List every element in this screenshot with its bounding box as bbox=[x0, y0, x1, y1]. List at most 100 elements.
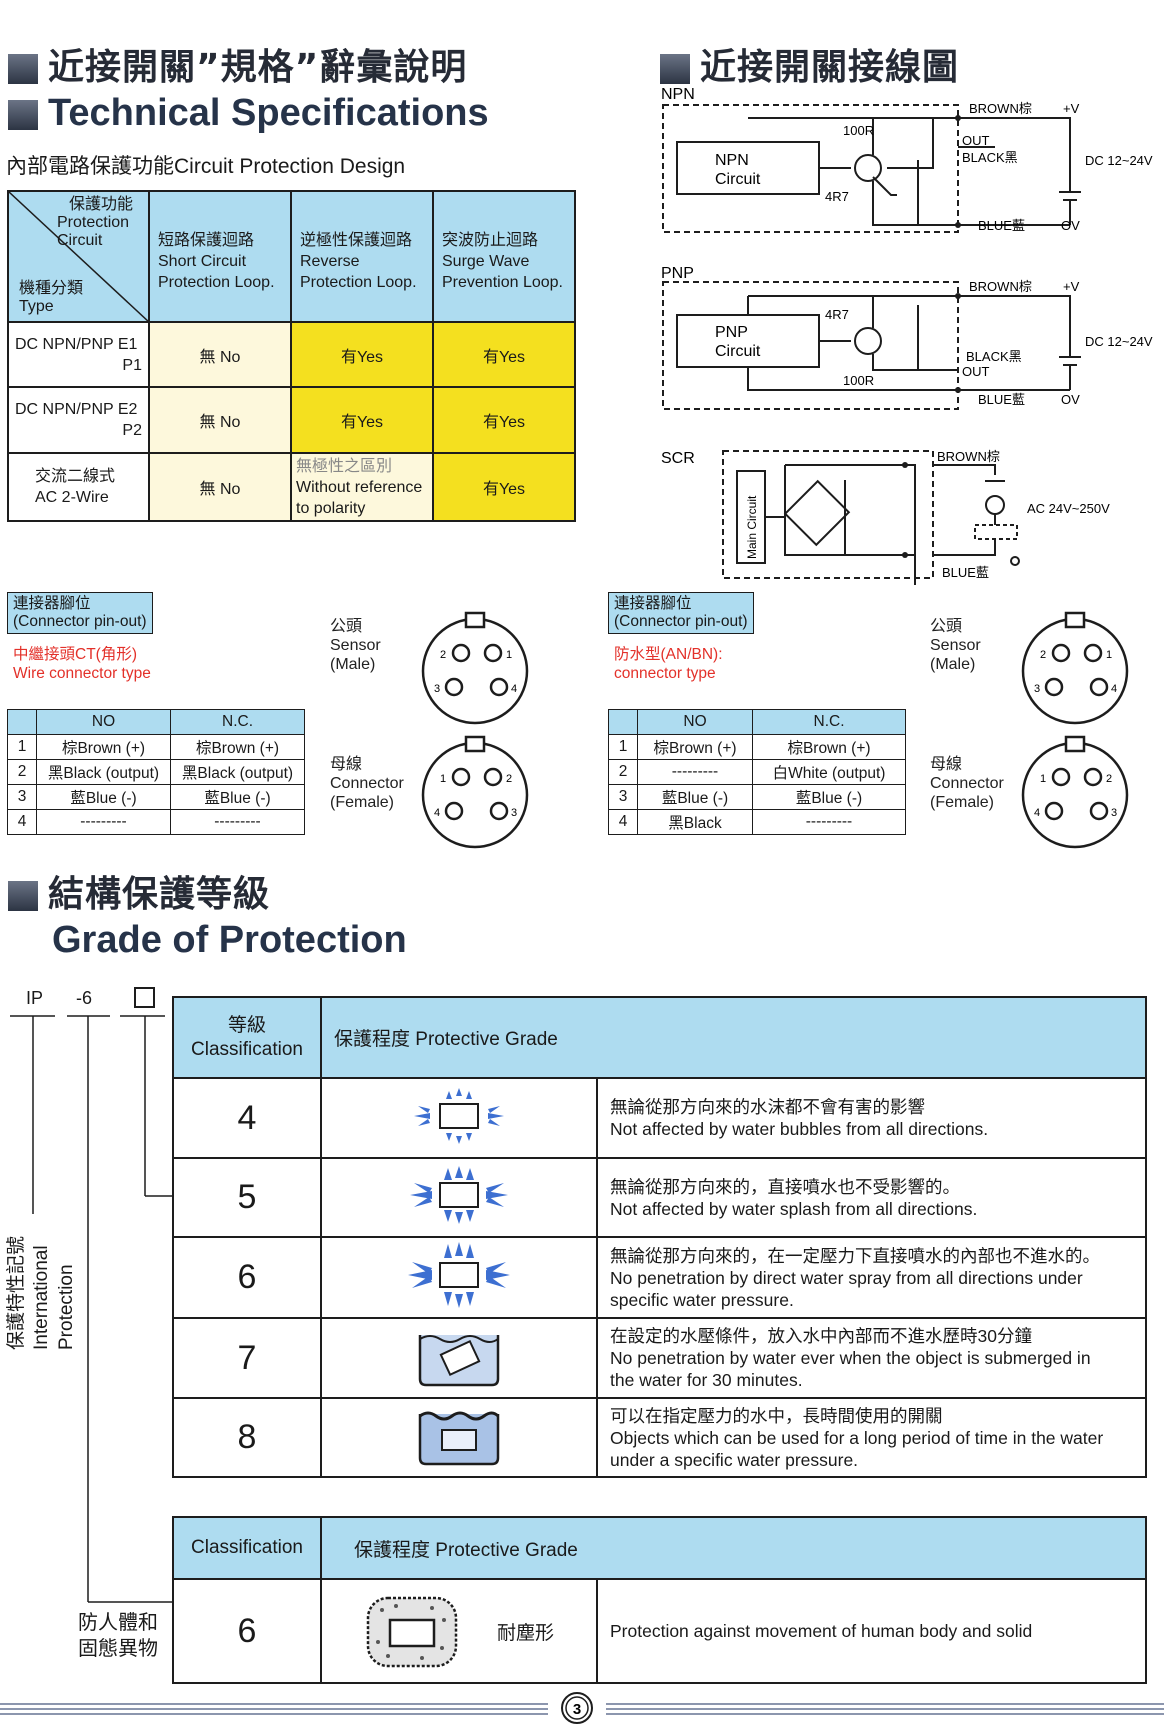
label-line: (Connector pin-out) bbox=[614, 613, 748, 630]
npn-blue: BLUE藍 bbox=[978, 218, 1025, 233]
type-cell: DC NPN/PNP E2 P2 bbox=[7, 386, 150, 454]
header-surge: 突波防止迴路 Surge Wave Prevention Loop. bbox=[432, 190, 576, 323]
type-line: DC NPN/PNP E2 bbox=[15, 401, 138, 418]
header-blank bbox=[7, 709, 37, 735]
desc-line: Not affected by water bubbles from all d… bbox=[610, 1119, 989, 1139]
heading-bullet-icon bbox=[660, 54, 690, 84]
pressure-submerged-icon bbox=[418, 1411, 500, 1466]
diagonal-line bbox=[9, 192, 150, 323]
pin-cell: 2 bbox=[608, 759, 638, 785]
pin-label: 4 bbox=[434, 807, 440, 819]
pin-label: 2 bbox=[506, 773, 512, 785]
label-line: 連接器腳位 bbox=[614, 595, 692, 612]
label-line: 母線 bbox=[330, 756, 363, 773]
label-line: 公頭 bbox=[330, 618, 363, 635]
pin-label: 4 bbox=[511, 683, 517, 695]
grade-heading: 結構保護等級 Grade of Protection bbox=[8, 865, 407, 962]
nc-cell: 白White (output) bbox=[752, 759, 906, 785]
header-line: Short Circuit bbox=[158, 253, 247, 270]
pin-cell: 2 bbox=[7, 759, 37, 785]
wiring-diagram: NPN NPN Circuit 100R 4R7 BROWN棕 +V OUT B… bbox=[661, 86, 1153, 585]
label-line: (Male) bbox=[330, 656, 376, 673]
nc-cell: 藍Blue (-) bbox=[170, 784, 305, 810]
desc-line: Objects which can be used for a long per… bbox=[610, 1427, 1104, 1448]
grade-number: 4 bbox=[172, 1077, 322, 1159]
header-line: Classification bbox=[191, 1038, 303, 1060]
header-line: Surge Wave bbox=[442, 253, 530, 270]
header-nc: N.C. bbox=[170, 709, 305, 735]
female-connector-icon: 1 2 4 3 bbox=[421, 735, 529, 849]
label-line: (Male) bbox=[930, 656, 976, 673]
pin-label: 1 bbox=[440, 773, 446, 785]
corner-bottom-line: Type bbox=[19, 298, 54, 315]
female-connector-icon: 1 2 4 3 bbox=[1021, 735, 1129, 849]
no-cell: 黑Black bbox=[636, 809, 754, 835]
grade-number: 6 bbox=[172, 1236, 322, 1319]
pnp-circuit-text: PNP bbox=[715, 324, 748, 341]
short-cell: 無 No bbox=[148, 321, 292, 388]
male-label-left: 公頭 Sensor (Male) bbox=[330, 617, 381, 674]
pnp-blue: BLUE藍 bbox=[978, 392, 1025, 407]
male-connector-icon: 2 1 3 4 bbox=[1021, 611, 1129, 725]
scr-brown: BROWN棕 bbox=[937, 449, 1000, 464]
nc-cell: --------- bbox=[752, 809, 906, 835]
type-line: P2 bbox=[122, 422, 142, 439]
short-cell: 無 No bbox=[148, 386, 292, 454]
grade-illustration bbox=[320, 1077, 598, 1159]
nc-cell: 藍Blue (-) bbox=[752, 784, 906, 810]
header-no: NO bbox=[636, 709, 754, 735]
grade-illustration bbox=[320, 1397, 598, 1478]
npn-zero: OV bbox=[1061, 218, 1080, 233]
reverse-cell: 有Yes bbox=[290, 386, 434, 454]
no-cell: --------- bbox=[36, 809, 171, 835]
no-cell: --------- bbox=[636, 759, 754, 785]
grade-illustration: 耐塵形 bbox=[320, 1578, 598, 1684]
grade-title-cn: 結構保護等級 bbox=[48, 874, 271, 915]
npn-black: BLACK黑 bbox=[962, 150, 1018, 165]
pin-label: 2 bbox=[440, 649, 446, 661]
header-no: NO bbox=[36, 709, 171, 735]
connector-right-type: 防水型(AN/BN): connector type bbox=[614, 645, 723, 683]
reverse-line: to polarity bbox=[296, 499, 366, 517]
npn-brown: BROWN棕 bbox=[969, 101, 1032, 116]
spec-title-cn: 近接開關”規格”辭彙說明 bbox=[48, 47, 468, 88]
npn-circuit-text: Circuit bbox=[715, 171, 761, 188]
header-line: 逆極性保護迴路 bbox=[300, 232, 413, 249]
surge-cell: 有Yes bbox=[432, 452, 576, 522]
female-label-right: 母線 Connector (Female) bbox=[930, 755, 1004, 812]
desc-line: 可以在指定壓力的水中，長時間使用的開關 bbox=[610, 1405, 943, 1426]
type-line: Wire connector type bbox=[13, 665, 151, 682]
label-line: 連接器腳位 bbox=[13, 595, 91, 612]
header-line: Protection Loop. bbox=[300, 274, 417, 291]
table-row: 7 在設定的水壓條件，放入水中內部而不進水歷時30分鐘 No penetrati… bbox=[172, 1317, 1147, 1399]
page-number: 3 bbox=[573, 1701, 581, 1718]
no-cell: 黑Black (output) bbox=[36, 759, 171, 785]
pnp-r1: 4R7 bbox=[825, 307, 849, 322]
grade-table: 等級 Classification 保護程度 Protective Grade … bbox=[172, 996, 1147, 1478]
corner-cell: 保護功能 Protection Circuit 機種分類 Type bbox=[7, 190, 150, 323]
header-line: Prevention Loop. bbox=[442, 274, 563, 291]
label-line: Sensor bbox=[930, 637, 981, 654]
nc-cell: 棕Brown (+) bbox=[170, 734, 305, 760]
pin-label: 3 bbox=[511, 807, 517, 819]
type-line: 交流二線式 bbox=[35, 468, 116, 485]
label-line: (Female) bbox=[930, 794, 995, 811]
short-cell: 無 No bbox=[148, 452, 292, 522]
male-label-right: 公頭 Sensor (Male) bbox=[930, 617, 981, 674]
no-cell: 棕Brown (+) bbox=[36, 734, 171, 760]
vertical-line: International bbox=[31, 1245, 52, 1350]
water-splash-icon bbox=[410, 1166, 508, 1224]
header-line: Protection Loop. bbox=[158, 274, 275, 291]
scr-label: SCR bbox=[661, 450, 695, 467]
header-line: 突波防止迴路 bbox=[442, 232, 539, 249]
grade-description: 無論從那方向來的水沫都不會有害的影響 Not affected by water… bbox=[596, 1077, 1147, 1159]
scr-ac: AC 24V~250V bbox=[1027, 501, 1110, 516]
nc-cell: 黑Black (output) bbox=[170, 759, 305, 785]
pin-label: 4 bbox=[1034, 807, 1040, 819]
desc-line: No penetration by water ever when the ob… bbox=[610, 1348, 1091, 1368]
